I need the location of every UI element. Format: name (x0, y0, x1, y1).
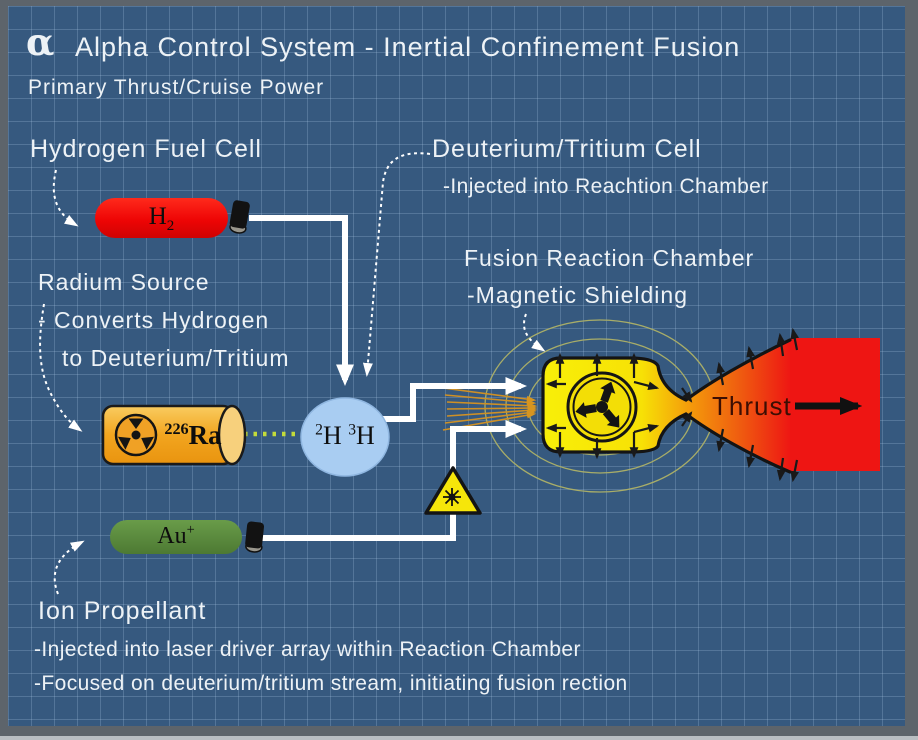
label-ion-note1: -Injected into laser driver array within… (34, 638, 581, 661)
label-dt-cell: Deuterium/Tritium Cell (432, 135, 702, 163)
pointer-ion (53, 540, 85, 595)
ion-tank (110, 520, 265, 554)
dt-droplet-label: 2H 3H (315, 421, 375, 450)
label-thrust: Thrust (712, 391, 792, 421)
logo-alpha: α (26, 20, 55, 64)
radium-source (101, 404, 247, 466)
page-subtitle: Primary Thrust/Cruise Power (28, 76, 325, 99)
label-ion-propellant: Ion Propellant (38, 597, 207, 625)
confinement-arrows (545, 327, 800, 483)
pipe-h2-to-droplet (249, 215, 354, 387)
laser-warning-icon (424, 466, 482, 515)
label-radium-source: Radium Source (38, 269, 210, 295)
radiation-icon (114, 413, 158, 457)
label-fusion-chamber: Fusion Reaction Chamber (464, 245, 755, 271)
hydrogen-tank (95, 198, 250, 238)
radiation-icon (566, 371, 638, 443)
pipe-droplet-to-chamber (380, 377, 528, 422)
valve-icon (245, 521, 265, 553)
label-radium-converts: - Converts Hydrogen (38, 307, 270, 333)
engine-outline (541, 338, 792, 474)
label-hydrogen-fuel-cell: Hydrogen Fuel Cell (30, 135, 262, 163)
label-dt-cell-note: -Injected into Reachtion Chamber (443, 175, 769, 198)
laser-beam-array (442, 387, 538, 431)
pointer-hydrogen-cell (52, 169, 79, 227)
radium-label: 226Ra (164, 419, 222, 450)
ion-tank-label: Au+ (157, 521, 195, 549)
frame-bottom-strip (0, 736, 918, 740)
pointer-dt-cell (362, 152, 431, 377)
h2-tank-label: H2 (148, 203, 175, 234)
pointer-radium (39, 303, 83, 432)
dt-droplet (300, 397, 390, 477)
label-radium-to-dt: to Deuterium/Tritium (62, 345, 290, 371)
page-title: Alpha Control System - Inertial Confinem… (75, 32, 741, 62)
pointer-magnetic (523, 313, 546, 352)
label-ion-note2: -Focused on deuterium/tritium stream, in… (34, 672, 628, 695)
label-magnetic-shielding: -Magnetic Shielding (467, 282, 689, 308)
valve-icon (229, 200, 250, 234)
